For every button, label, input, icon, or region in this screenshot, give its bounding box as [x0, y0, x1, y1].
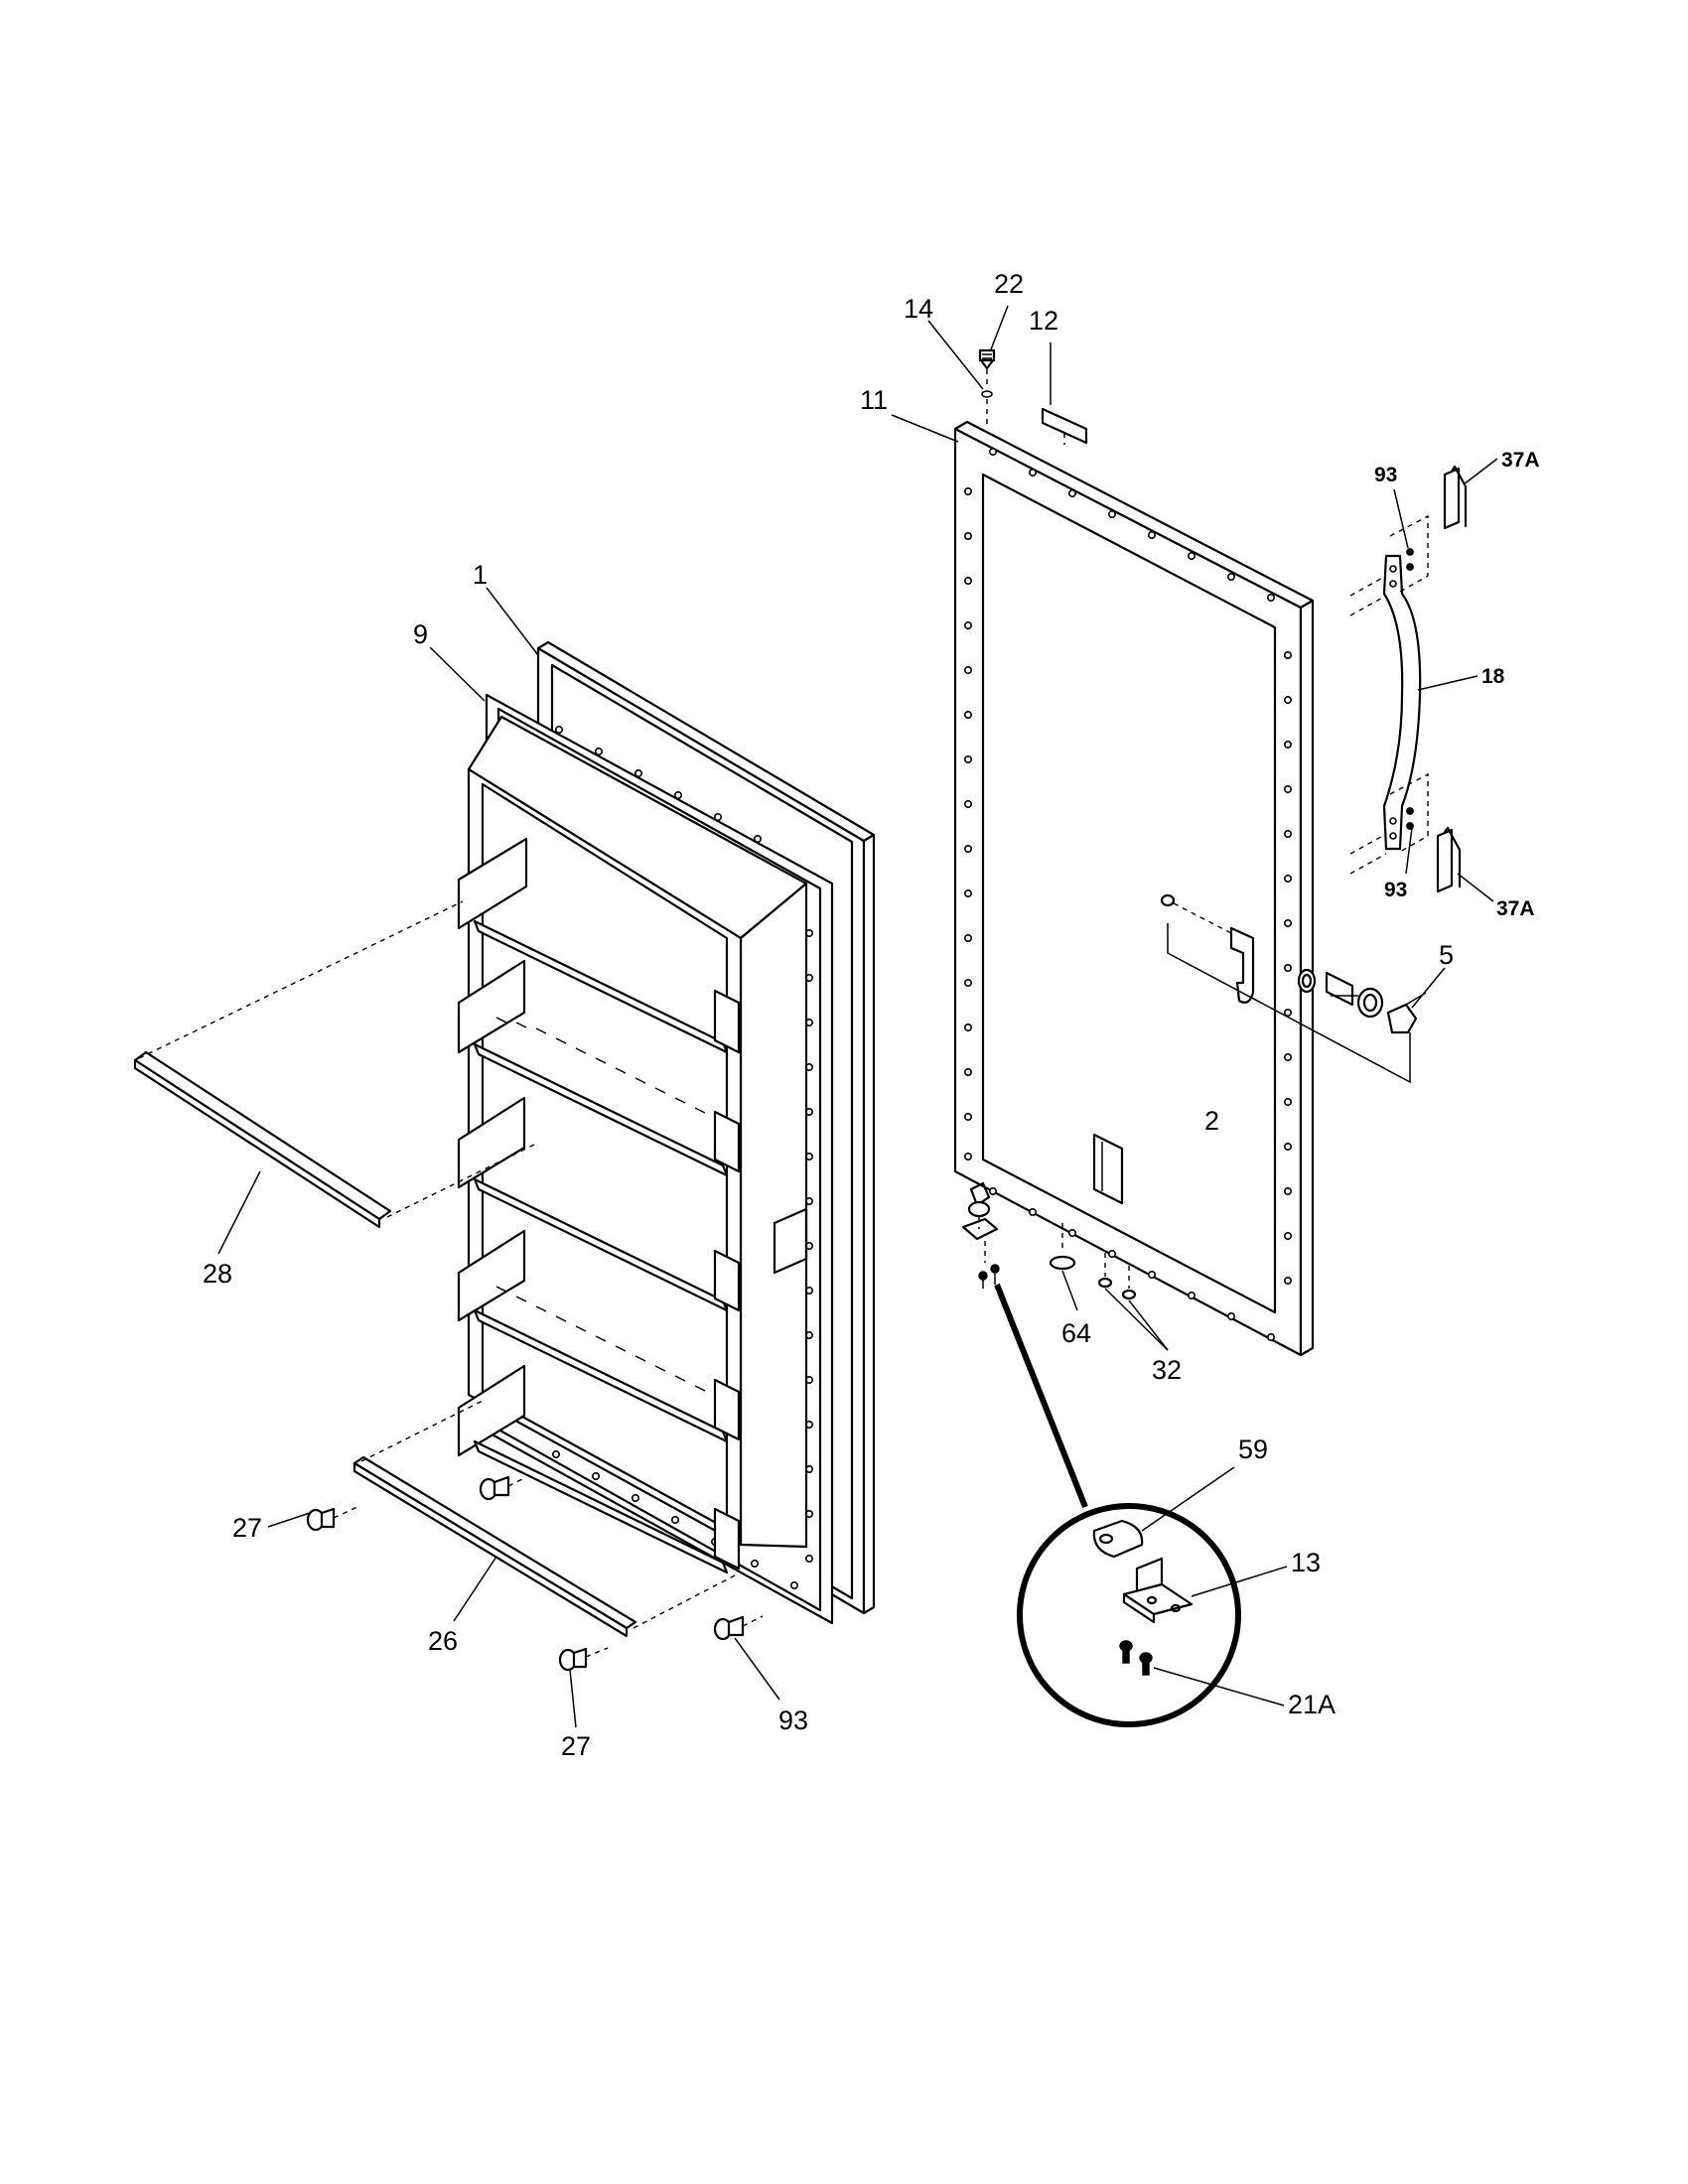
liner-body — [467, 715, 808, 1549]
callout-12: 12 — [1029, 306, 1058, 336]
callout-2: 2 — [1204, 1106, 1219, 1136]
hinge-detail-callout — [994, 1283, 1241, 1727]
bottom-hinge-parts — [961, 1181, 1137, 1300]
shelf-bar-26 — [352, 1399, 738, 1638]
callout-27-left: 27 — [232, 1513, 262, 1543]
callout-26: 26 — [428, 1626, 458, 1656]
callout-64: 64 — [1061, 1318, 1091, 1348]
callout-93-bottom: 93 — [778, 1706, 808, 1735]
end-cap-top — [1443, 465, 1468, 530]
hinge-washer-59 — [1092, 1519, 1144, 1559]
callout-59: 59 — [1238, 1434, 1268, 1464]
callout-93-top: 93 — [1374, 464, 1397, 486]
screw-22 — [978, 348, 996, 425]
callout-13: 13 — [1291, 1548, 1321, 1577]
leader-lines — [217, 305, 1498, 1728]
outer-door-panel — [953, 420, 1315, 1357]
panel-screw-holes — [963, 447, 1293, 1342]
end-cap-bottom — [1436, 826, 1462, 893]
shelf-bar-28 — [133, 900, 537, 1229]
callout-93-mid: 93 — [1384, 879, 1407, 901]
hinge-bracket-13 — [1122, 1557, 1194, 1624]
door-shelf-bins — [457, 837, 741, 1574]
handle-assembly — [1349, 465, 1468, 893]
callout-21a: 21A — [1288, 1690, 1336, 1719]
plug-buttons — [306, 1475, 764, 1672]
hinge-screws-21a — [1119, 1640, 1153, 1676]
screw-93-bottom — [713, 1615, 764, 1641]
plug-27-bottom — [558, 1647, 609, 1672]
panel-bottom-slot — [1092, 1133, 1124, 1205]
callout-1: 1 — [473, 560, 488, 590]
plug-27-left — [306, 1506, 358, 1532]
lock-assembly — [1160, 893, 1427, 1084]
callout-27-bottom: 27 — [561, 1731, 591, 1761]
callout-11: 11 — [860, 385, 888, 415]
inner-door-liner — [457, 693, 834, 1625]
callout-5: 5 — [1439, 940, 1454, 970]
callout-22: 22 — [994, 269, 1024, 299]
callout-labels: 1 9 11 12 14 22 93 37A 18 93 37A 5 2 28 … — [203, 269, 1540, 1761]
callout-37a-top: 37A — [1501, 449, 1540, 472]
screw-93-mid — [479, 1475, 527, 1501]
callout-9: 9 — [413, 619, 428, 649]
label-plate — [1041, 407, 1088, 445]
callout-18: 18 — [1481, 665, 1505, 688]
callout-32: 32 — [1152, 1355, 1182, 1385]
hinge-screws-small — [978, 1264, 1000, 1289]
callout-28: 28 — [203, 1259, 232, 1289]
callout-37a-bottom: 37A — [1496, 897, 1535, 920]
callout-14: 14 — [904, 294, 933, 324]
